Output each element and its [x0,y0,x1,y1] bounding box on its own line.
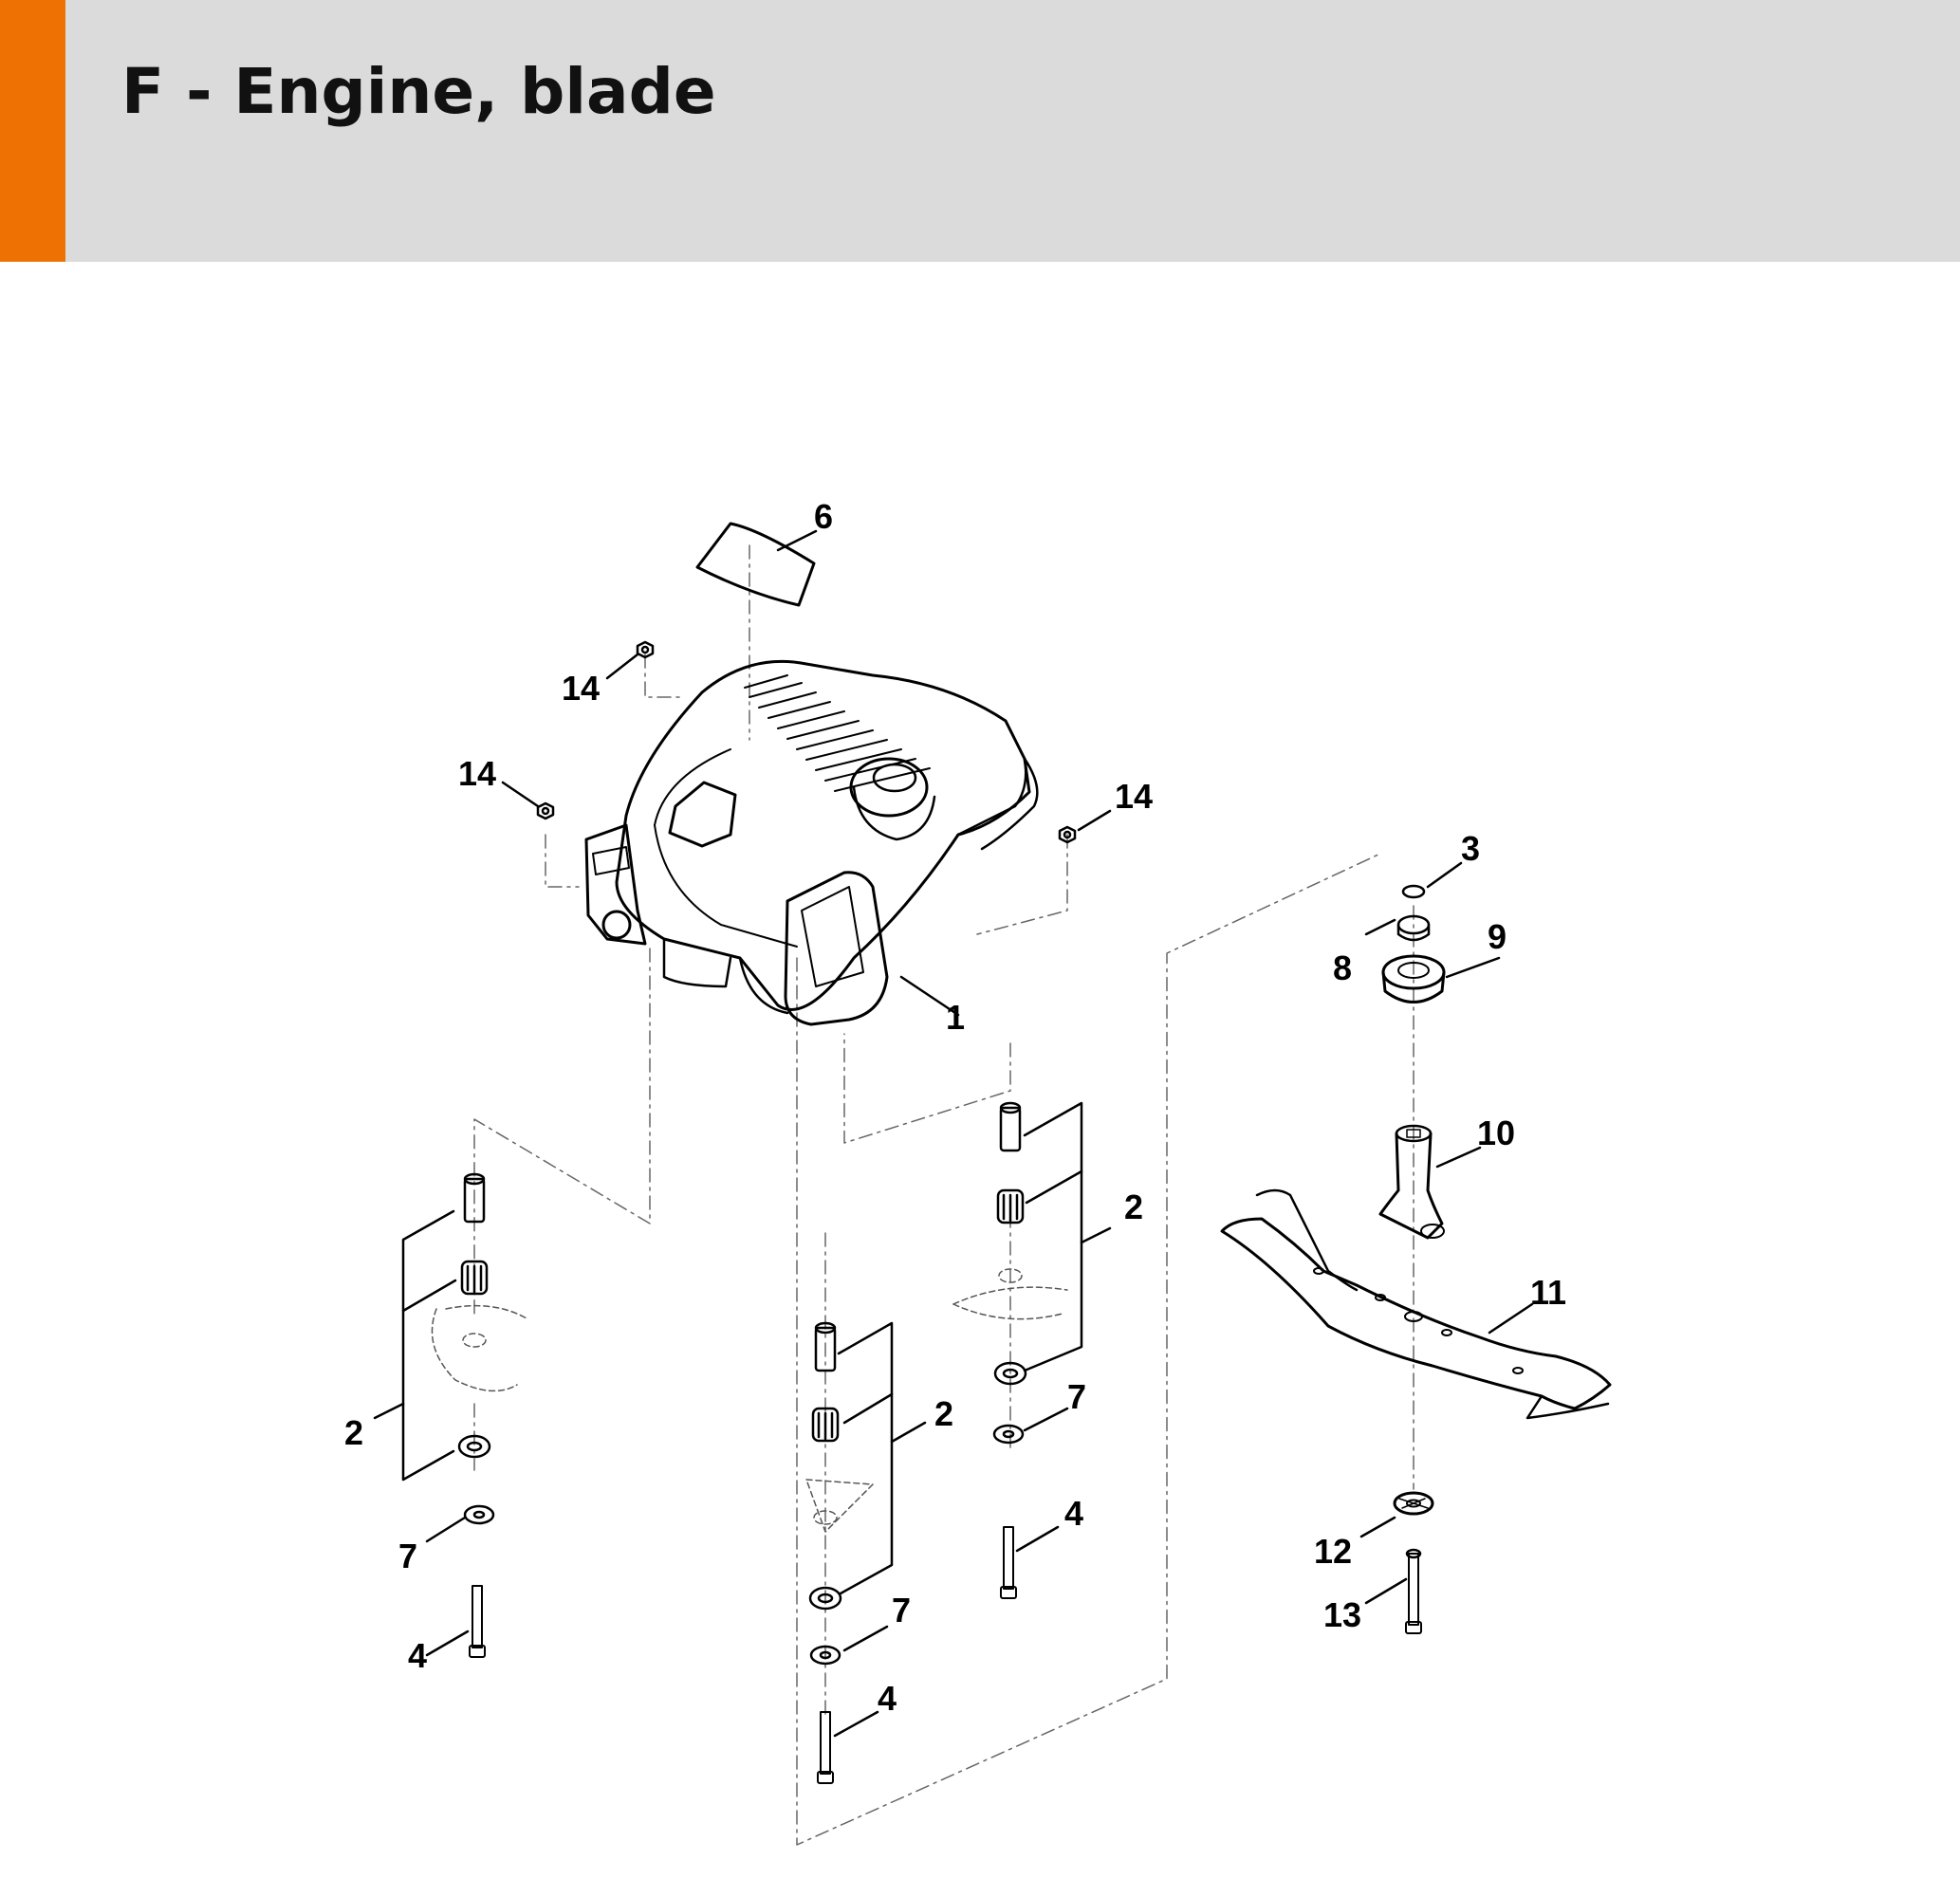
callout-1: 1 [946,998,965,1037]
callout-10: 10 [1477,1114,1515,1152]
callout-8: 8 [1333,948,1352,987]
left-mount-parts [431,1172,527,1658]
callout-2-right: 2 [1124,1188,1143,1226]
header-accent [0,0,65,262]
callout-6: 6 [814,497,833,536]
callout-3: 3 [1461,829,1480,868]
header-bar: F - Engine, blade [0,0,1960,262]
callout-4-center: 4 [878,1679,897,1718]
callout-14-left: 14 [458,754,496,793]
blade-assembly-parts [1220,884,1612,1634]
callout-12: 12 [1314,1532,1352,1571]
callout-2-left: 2 [344,1413,363,1452]
callout-2-center: 2 [934,1394,953,1433]
label-plate-part [695,522,816,607]
callout-13: 13 [1323,1595,1361,1634]
callout-14-top: 14 [562,669,600,708]
engine-part [584,659,1039,1026]
center-mount-parts [805,1321,874,1784]
assembly-lines [473,544,1415,1846]
callout-labels: 1 2 2 2 3 4 4 4 6 7 7 7 8 9 10 11 12 13 … [344,497,1566,1718]
leader-lines [373,529,1534,1738]
right-mount-parts [952,1101,1068,1599]
callout-9: 9 [1488,917,1507,956]
callout-4-left: 4 [408,1636,427,1675]
nut-parts [536,640,1077,844]
callout-7-left: 7 [398,1537,417,1575]
page-title: F - Engine, blade [121,55,716,128]
callout-14-right: 14 [1115,777,1153,816]
callout-4-right: 4 [1064,1494,1083,1533]
callout-7-center: 7 [892,1591,911,1629]
callout-7-right: 7 [1067,1377,1086,1416]
callout-11: 11 [1530,1273,1566,1312]
